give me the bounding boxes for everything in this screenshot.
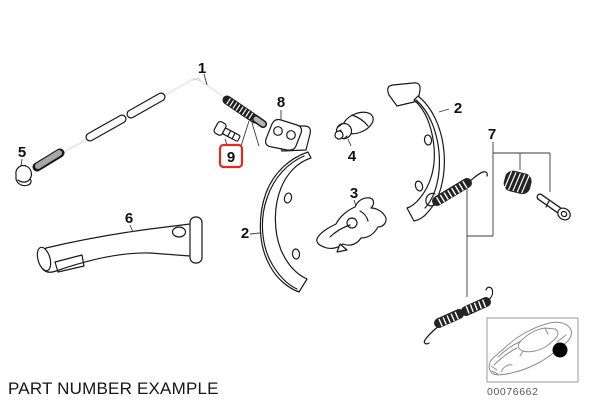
bolt-part-9 xyxy=(213,120,241,142)
compression-spring xyxy=(503,170,532,195)
expander-lever-part-3 xyxy=(316,197,387,253)
diagram-code: 00076662 xyxy=(487,386,539,398)
part-number-highlight-box[interactable] xyxy=(218,143,244,169)
callout-6[interactable]: 6 xyxy=(125,210,133,227)
brake-shoe-left-part-2 xyxy=(259,125,312,293)
leader-line-bolt xyxy=(240,120,260,147)
tension-spring-lower xyxy=(423,286,494,345)
callout-5[interactable]: 5 xyxy=(18,144,26,161)
lever-tube-part-6 xyxy=(36,216,203,273)
highlighted-callout-9[interactable]: 9 xyxy=(218,143,244,169)
wheel-location-dot xyxy=(552,342,568,358)
car-location-inset: 00076662 xyxy=(486,317,579,398)
page-caption: PART NUMBER EXAMPLE xyxy=(8,379,219,398)
brake-cable-part-1 xyxy=(32,78,267,172)
callout-7[interactable]: 7 xyxy=(488,126,496,143)
callout-3[interactable]: 3 xyxy=(350,185,358,202)
callout-1[interactable]: 1 xyxy=(198,60,206,77)
retaining-pin xyxy=(536,193,571,221)
brake-shoe-right-part-2 xyxy=(387,82,445,222)
cable-bracket-part-8 xyxy=(265,118,303,151)
callout-9[interactable]: 9 xyxy=(227,149,235,166)
callout-2-right[interactable]: 2 xyxy=(454,100,462,117)
spring-kit-part-7 xyxy=(423,142,571,345)
adjuster-part-4 xyxy=(334,111,374,140)
callout-8[interactable]: 8 xyxy=(277,94,285,111)
callout-4[interactable]: 4 xyxy=(348,148,357,165)
tension-spring-upper xyxy=(425,171,488,207)
grommet-cap-part-5 xyxy=(15,164,32,187)
callout-2-left[interactable]: 2 xyxy=(241,225,249,242)
car-silhouette xyxy=(488,321,572,376)
